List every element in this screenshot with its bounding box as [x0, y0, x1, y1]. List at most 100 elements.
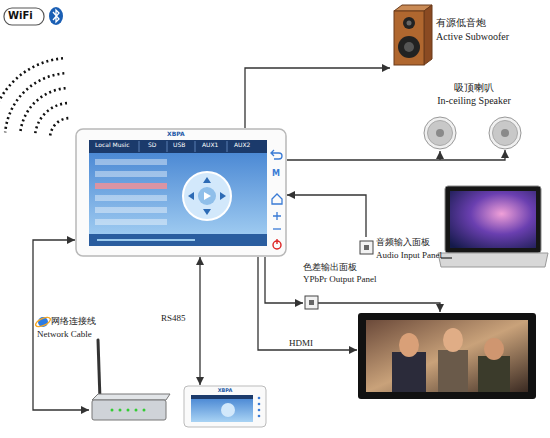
bluetooth-symbol	[49, 7, 63, 25]
tweeter	[403, 17, 415, 29]
tv-screen	[366, 320, 528, 392]
connector-line	[287, 150, 505, 160]
wave-arc	[50, 118, 68, 136]
panel-jack	[364, 245, 369, 250]
button-label: M	[272, 170, 280, 179]
mini-screen	[191, 395, 253, 422]
ypbpr-wire	[318, 303, 440, 312]
list-row	[95, 207, 167, 213]
wave-arc	[0, 58, 63, 131]
device-label: Audio Input Panel	[376, 251, 442, 261]
woofer-cone	[404, 42, 414, 52]
router-led	[119, 409, 122, 412]
power-stroke	[276, 239, 277, 244]
progress-bar	[97, 239, 195, 241]
panel-jack	[309, 300, 314, 305]
mini-button	[258, 397, 261, 400]
tab-label: AUX2	[234, 142, 250, 149]
tab-separator	[167, 141, 168, 152]
mini-button	[258, 403, 261, 406]
router-body	[92, 400, 166, 420]
panel-plate	[305, 296, 318, 309]
mini-button	[258, 409, 261, 412]
mini-body	[184, 386, 266, 427]
tv-figure	[478, 356, 510, 392]
wave-arc	[20, 88, 65, 133]
tv-figure	[443, 328, 463, 352]
volume-down-button	[273, 228, 281, 229]
tab-label: SD	[148, 142, 156, 149]
up-icon	[203, 177, 211, 183]
control-center	[198, 187, 216, 205]
wave-arc	[35, 103, 67, 135]
panel-screen	[89, 140, 267, 246]
cabinet-front	[394, 11, 424, 65]
ypbpr-panel-node: 色差输出面板 YPbPr Output Panel	[303, 262, 403, 312]
router-led	[111, 409, 114, 412]
prev-icon	[188, 192, 194, 200]
next-icon	[220, 192, 226, 200]
tab-label: AUX1	[202, 142, 218, 149]
cabinet-side	[424, 5, 432, 65]
speaker-branch-wire	[439, 151, 440, 160]
wire-label: Network Cable	[37, 330, 92, 340]
list-row	[95, 171, 167, 177]
subwoofer-node: 有源低音炮 Active Subwoofer	[390, 3, 548, 75]
laptop-lid	[445, 186, 541, 253]
brand-label: XBPA	[167, 131, 185, 138]
router-led	[143, 409, 146, 412]
wifi-logo-frame	[4, 8, 44, 25]
list-row	[95, 159, 167, 165]
device-label: Active Subwoofer	[436, 31, 509, 42]
logo-text: WiFi	[8, 10, 33, 21]
router-led	[135, 409, 138, 412]
device-label: In-ceiling Speaker	[415, 95, 533, 106]
connector-label: RS485	[161, 314, 186, 324]
hdmi-wire	[258, 257, 357, 350]
speaker-center	[436, 129, 444, 137]
tab-bar	[89, 140, 267, 153]
wireless-waves	[0, 58, 68, 136]
brand-label: XBPA	[183, 388, 267, 394]
device-label: 色差输出面板	[303, 263, 357, 273]
tab-separator	[139, 141, 140, 152]
panel-plate	[360, 241, 373, 254]
device-label: YPbPr Output Panel	[303, 275, 377, 285]
speaker-center	[501, 129, 509, 137]
down-icon	[203, 209, 211, 215]
tab-separator	[195, 141, 196, 152]
mini-button	[258, 415, 261, 418]
speaker-rim	[424, 117, 456, 149]
laptop-screen	[450, 191, 536, 248]
browser-icon-ring	[34, 315, 51, 328]
mini-tab-bar	[191, 395, 253, 399]
device-label: 音频输入面板	[376, 238, 430, 248]
device-label: 吸顶喇叭	[415, 82, 533, 93]
home-button	[272, 194, 282, 204]
list-row	[95, 219, 167, 225]
list-row	[95, 195, 167, 201]
speaker-grille	[428, 121, 453, 146]
tv-figure	[392, 352, 426, 392]
ceiling-speaker-node: 吸顶喇叭 In-ceiling Speaker	[415, 80, 533, 150]
device-label: 有源低音炮	[436, 17, 486, 28]
laptop-base	[438, 253, 548, 267]
tv-figure	[399, 333, 419, 357]
router-led	[127, 409, 130, 412]
audio-input-panel-node: 音频输入面板 Audio Input Panel	[358, 237, 452, 264]
speaker-rim	[489, 117, 521, 149]
tweeter-dome	[407, 21, 412, 26]
control-pad	[183, 172, 231, 220]
connector-line	[265, 257, 303, 303]
bluetooth-rune	[53, 10, 59, 22]
router-leds	[111, 409, 146, 412]
tab-label: Local Music	[95, 142, 130, 149]
tab-separator	[227, 141, 228, 152]
tv-figure	[438, 350, 468, 392]
control-panel-node: XBPALocal MusicSDUSBAUX1AUX2M	[75, 128, 287, 257]
connector-line	[245, 68, 390, 128]
list-row	[95, 183, 167, 189]
speaker-grille	[493, 121, 518, 146]
slave-panel-node: XBPA	[183, 385, 267, 428]
